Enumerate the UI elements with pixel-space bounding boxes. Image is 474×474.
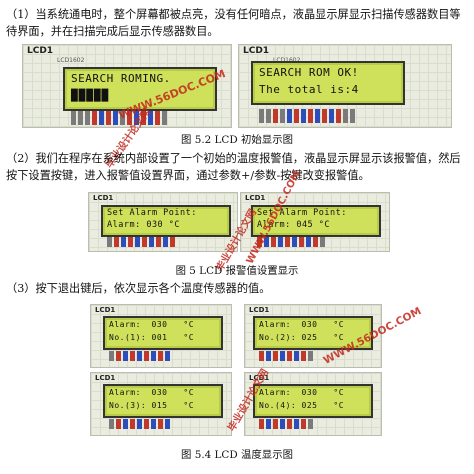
lcd-model: LCD1602 <box>57 57 85 64</box>
lcd-line-2: The total is:4 <box>259 83 359 96</box>
lcd-pins <box>259 419 313 429</box>
lcd-line-1: Set Alarm Point: <box>107 208 197 218</box>
caption-fig-5-4: 图 5.4 LCD 温度显示图 <box>181 449 293 461</box>
lcd-label: LCD1 <box>249 306 270 314</box>
lcd-model: LCD1602 <box>273 57 300 64</box>
lcd-screen: SEARCH ROM OK! The total is:4 <box>251 61 405 105</box>
lcd-line-1: SEARCH ROM OK! <box>259 66 359 79</box>
lcd-pins <box>71 111 167 125</box>
lcd-label: LCD1 <box>95 306 116 314</box>
lcd-line-1: Set Alarm Point: <box>257 208 347 218</box>
paragraph-2: （2）我们在程序在系统内部设置了一个初始的温度报警值，液晶显示屏显示该报警值，然… <box>6 152 461 182</box>
lcd-pins <box>107 237 175 247</box>
paragraph-1: （1）当系统通电时，整个屏幕都被点亮，没有任何暗点，液晶显示屏显示扫描传感器数目… <box>6 8 461 38</box>
lcd-line-2: Alarm: 030 °C <box>107 220 181 230</box>
lcd-line-2: No.(4): 025 °C <box>259 401 345 410</box>
lcd-panel-4: LCD1 Set Alarm Point: Alarm: 045 °C <box>240 192 390 252</box>
lcd-screen: Alarm: 030 °C No.(4): 025 °C <box>253 384 373 418</box>
lcd-label: LCD1 <box>93 194 114 202</box>
lcd-line-1: Alarm: 030 °C <box>109 388 195 397</box>
lcd-line-2: █████ <box>71 89 110 102</box>
lcd-screen: Alarm: 030 °C No.(2): 025 °C <box>253 316 373 350</box>
paragraph-3: （3）按下退出键后，依次显示各个温度传感器的值。 <box>6 282 271 295</box>
lcd-line-1: Alarm: 030 °C <box>259 320 345 329</box>
lcd-pins <box>109 419 170 429</box>
lcd-screen: Alarm: 030 °C No.(1): 001 °C <box>103 316 223 350</box>
lcd-line-2: Alarm: 045 °C <box>257 220 331 230</box>
lcd-panel-3: LCD1 Set Alarm Point: Alarm: 030 °C <box>88 192 238 252</box>
lcd-label: LCD1 <box>249 374 270 382</box>
lcd-panel-5: LCD1 Alarm: 030 °C No.(1): 001 °C <box>90 304 232 368</box>
lcd-label: LCD1 <box>95 374 116 382</box>
lcd-panel-6: LCD1 Alarm: 030 °C No.(2): 025 °C <box>244 304 382 368</box>
lcd-line-2: No.(1): 001 °C <box>109 333 195 342</box>
lcd-label: LCD1 <box>243 46 270 56</box>
lcd-screen: SEARCH ROMING. █████ <box>63 67 217 111</box>
lcd-line-2: No.(2): 025 °C <box>259 333 345 342</box>
lcd-pins <box>109 351 170 361</box>
lcd-screen: Set Alarm Point: Alarm: 030 °C <box>101 205 231 237</box>
lcd-pins <box>257 237 325 247</box>
lcd-line-1: Alarm: 030 °C <box>109 320 195 329</box>
lcd-screen: Set Alarm Point: Alarm: 045 °C <box>251 205 381 237</box>
lcd-pins <box>259 109 355 123</box>
caption-fig-5: 图 5 LCD 报警值设置显示 <box>175 265 299 277</box>
lcd-panel-1: LCD1 LCD1602 SEARCH ROMING. █████ <box>22 44 232 128</box>
lcd-label: LCD1 <box>27 46 54 56</box>
lcd-panel-8: LCD1 Alarm: 030 °C No.(4): 025 °C <box>244 372 382 436</box>
lcd-pins <box>259 351 313 361</box>
lcd-screen: Alarm: 030 °C No.(3): 015 °C <box>103 384 223 418</box>
lcd-panel-7: LCD1 Alarm: 030 °C No.(3): 015 °C <box>90 372 232 436</box>
lcd-line-2: No.(3): 015 °C <box>109 401 195 410</box>
lcd-line-1: SEARCH ROMING. <box>71 72 171 85</box>
lcd-label: LCD1 <box>245 194 266 202</box>
lcd-line-1: Alarm: 030 °C <box>259 388 345 397</box>
lcd-panel-2: LCD1 LCD1602 SEARCH ROM OK! The total is… <box>238 44 452 128</box>
caption-fig-5-2: 图 5.2 LCD 初始显示图 <box>181 134 293 146</box>
